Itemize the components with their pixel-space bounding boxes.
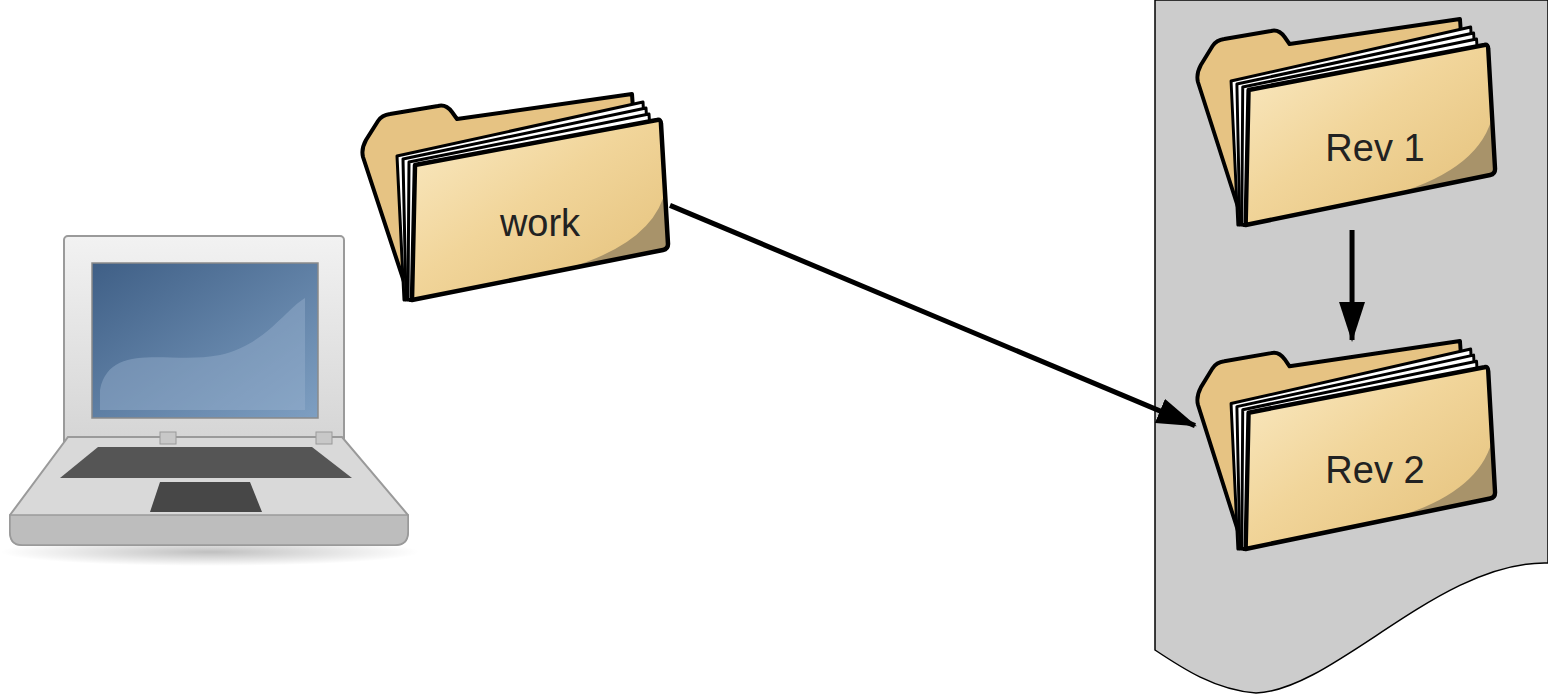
flow-arrow xyxy=(1350,230,1355,340)
folder-label: work xyxy=(420,197,660,249)
folder-node: Rev 2 xyxy=(1195,340,1497,554)
folder-node: work xyxy=(360,93,670,305)
folder-label: Rev 2 xyxy=(1255,444,1495,496)
repository-sheet xyxy=(1155,0,1548,693)
folder-icon xyxy=(360,93,670,305)
folder-icon xyxy=(1195,18,1497,230)
folder-icon xyxy=(1195,340,1497,554)
folder-label: Rev 1 xyxy=(1255,122,1495,174)
folder-node: Rev 1 xyxy=(1195,18,1497,230)
flow-arrow xyxy=(670,205,1195,425)
laptop-illustration xyxy=(0,236,420,566)
